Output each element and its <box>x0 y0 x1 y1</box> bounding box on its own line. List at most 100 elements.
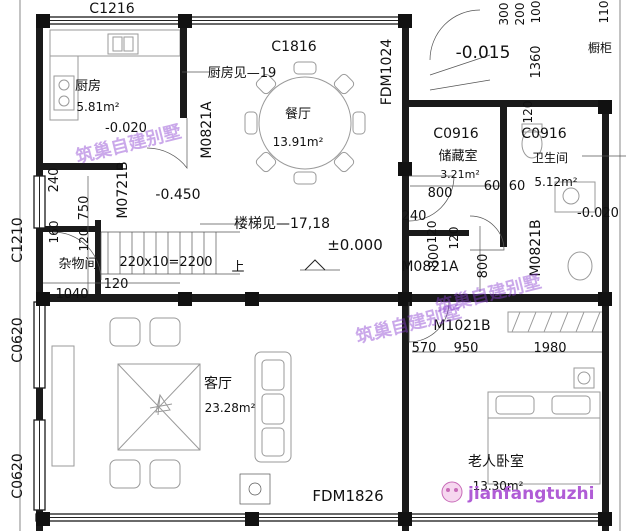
window-left-upper: C1210 <box>10 217 26 262</box>
bathroom-name: 卫生间 <box>532 151 568 165</box>
kitchen-sink-icon <box>107 33 139 55</box>
left-windows <box>33 175 46 511</box>
kitchen-reference: 厨房见—19 <box>208 65 277 81</box>
sofa-icon <box>254 351 292 463</box>
dim-120-c: 120 <box>425 221 439 244</box>
door-right-top: FDM1024 <box>379 39 395 106</box>
bath-door-swing <box>469 215 505 251</box>
cabinet-name: 橱柜 <box>588 41 612 55</box>
dim-120-b: 120 <box>104 277 129 292</box>
plant-icon <box>149 393 173 416</box>
columns <box>36 14 612 526</box>
sofa-chair-top-1 <box>109 317 141 347</box>
window-dining: C1816 <box>271 39 316 55</box>
stove-icon <box>53 75 75 111</box>
dining-table-icon <box>258 76 352 170</box>
window-storage: C0916 <box>433 126 478 142</box>
dim-120-d: 120 <box>447 227 461 250</box>
stair-up: 上 <box>231 260 244 275</box>
floor-elevation: ±0.000 <box>327 236 383 254</box>
dining-area: 13.91m² <box>273 135 324 149</box>
brand-text: jianfangtuzhi <box>467 484 594 504</box>
door-utility: M0721B <box>115 161 131 218</box>
basin-icon <box>567 251 593 281</box>
bathroom-elevation: -0.020 <box>577 206 619 221</box>
storage-door-swing <box>408 175 455 222</box>
tv-cabinet-icon <box>51 345 75 467</box>
bedroom-name: 老人卧室 <box>468 453 524 470</box>
door-front: FDM1826 <box>312 487 383 505</box>
stair-steps: 220x10=2200 <box>119 255 212 270</box>
bedroom-area: 13.30m² <box>473 479 524 493</box>
brand-badge: jianfangtuzhi <box>441 481 594 504</box>
dim-120-e: 120 <box>521 101 535 124</box>
nightstand-icon <box>573 367 595 389</box>
fixtures <box>49 9 605 489</box>
living-name: 客厅 <box>204 375 232 392</box>
storage-name: 储藏室 <box>438 148 477 164</box>
dimension-lines <box>19 0 626 531</box>
bed-headboard <box>487 391 601 419</box>
dim-60-left: 60 <box>484 179 501 194</box>
window-bathroom: C0916 <box>521 126 566 142</box>
dim-240-left: 240 <box>47 168 62 193</box>
window-left-mid: C0620 <box>10 317 26 362</box>
front-step-box <box>239 473 271 505</box>
dim-570: 570 <box>412 341 437 356</box>
dining-name: 餐厅 <box>285 106 311 122</box>
kitchen-counter-side <box>49 55 79 121</box>
dim-160: 160 <box>47 221 61 244</box>
dim-120-a: 120 <box>77 229 91 252</box>
brand-logo-icon <box>441 481 463 503</box>
kitchen-area: 5.81m² <box>76 100 119 114</box>
dim-800-storage: 800 <box>428 186 453 201</box>
living-area: 23.28m² <box>205 401 256 415</box>
dim-300: 300 <box>497 3 511 26</box>
dim-110: 110 <box>597 1 611 24</box>
exterior-steps <box>429 9 491 91</box>
window-left-lower: C0620 <box>10 453 26 498</box>
door-hall: M0821A <box>401 259 459 275</box>
utility-name: 杂物间 <box>58 257 97 272</box>
dim-60-right: 60 <box>509 179 526 194</box>
stair-elevation: -0.450 <box>155 187 200 203</box>
utility-door-swing <box>52 231 102 281</box>
door-bath: M0821B <box>528 219 544 276</box>
window-top-left: C1216 <box>89 1 134 17</box>
sink-bowl-right <box>123 36 134 52</box>
sofa-chair-bottom-2 <box>149 459 181 489</box>
dim-1980: 1980 <box>533 341 566 356</box>
sink-bowl-left <box>112 36 123 52</box>
dim-800-bath: 800 <box>476 254 491 279</box>
elevation-marker-icon <box>304 259 326 271</box>
kitchen-elevation: -0.020 <box>105 121 147 136</box>
dim-950: 950 <box>454 341 479 356</box>
bedroom-door-swing <box>408 301 450 343</box>
dining-chairs <box>244 61 366 185</box>
door-kitchen: M0821A <box>199 101 215 159</box>
dim-100: 100 <box>529 1 543 24</box>
kitchen-door-swing <box>146 118 188 170</box>
bed-icon <box>487 391 601 485</box>
sofa-chair-bottom-1 <box>109 459 141 489</box>
shower-tray <box>554 181 596 213</box>
toilet-icon <box>521 129 543 159</box>
pillow-right <box>551 395 591 415</box>
storage-area: 3.21m² <box>440 168 480 181</box>
stair-treads <box>96 231 240 275</box>
sofa-chair-top-2 <box>149 317 181 347</box>
door-swings <box>52 118 505 505</box>
bathroom-area: 5.12m² <box>534 175 577 189</box>
door-bedroom: M1021B <box>433 318 490 334</box>
wardrobe-icon <box>507 311 605 333</box>
pillow-left <box>495 395 535 415</box>
burner-2 <box>58 95 70 107</box>
dim-1360: 1360 <box>529 45 544 78</box>
kitchen-name: 厨房 <box>75 78 101 94</box>
dim-240-storage: 240 <box>402 209 427 224</box>
toilet-tank <box>521 123 543 133</box>
burner-1 <box>58 79 70 91</box>
coffee-table-icon <box>117 363 201 451</box>
porch-elevation: -0.015 <box>456 43 511 63</box>
